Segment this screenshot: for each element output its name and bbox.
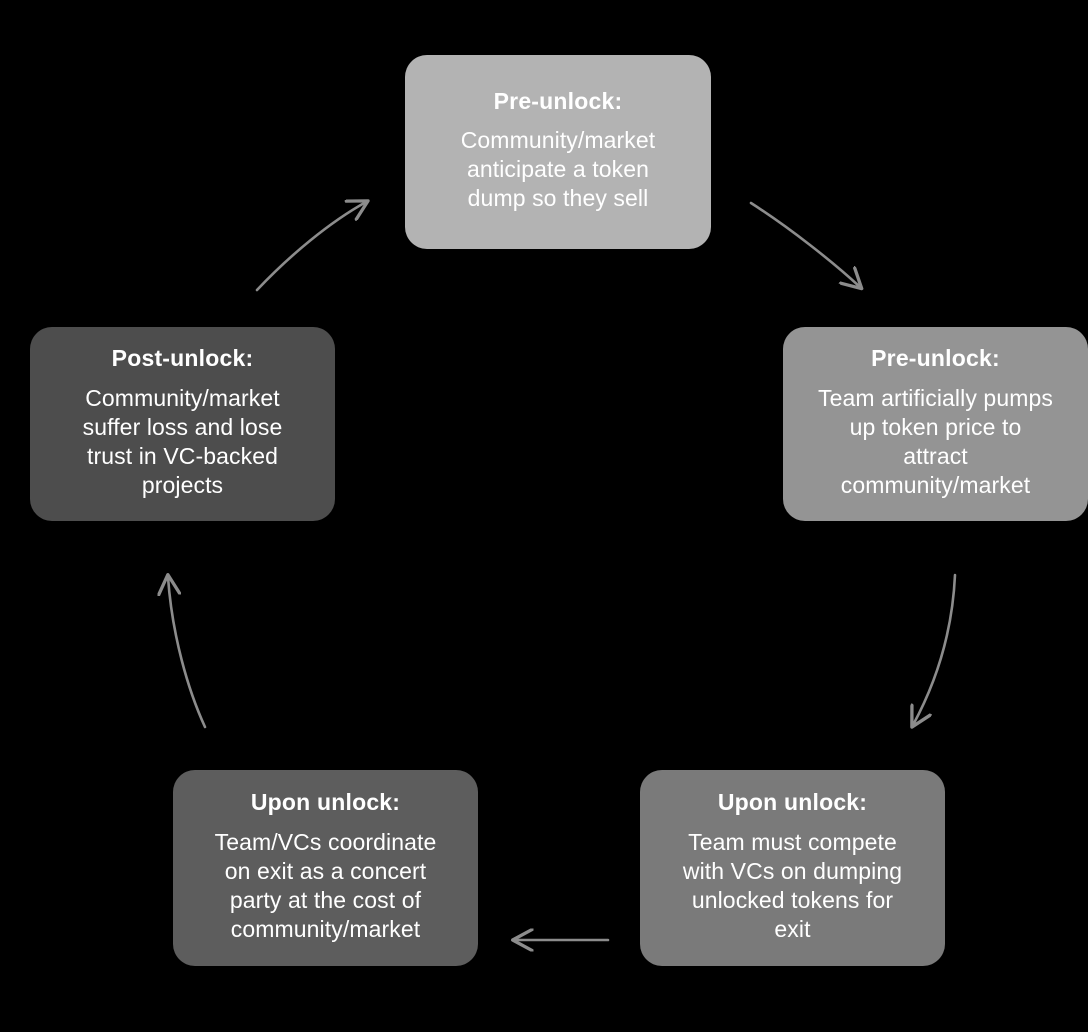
arrow-right-to-bottomright	[913, 573, 957, 725]
node-body: Team artificially pumps up token price t…	[818, 384, 1053, 498]
node-body: Team/VCs coordinate on exit as a concert…	[214, 828, 437, 942]
arrow-bottomleft-to-left	[168, 577, 207, 729]
node-upon-unlock-team-competes[interactable]: Upon unlock: Team must compete with VCs …	[640, 770, 945, 966]
node-upon-unlock-team-vcs-coordinate[interactable]: Upon unlock: Team/VCs coordinate on exit…	[173, 770, 478, 966]
node-body: Team must compete with VCs on dumping un…	[682, 828, 903, 942]
node-body: Community/market anticipate a token dump…	[460, 127, 656, 212]
node-pre-unlock-team-pumps[interactable]: Pre-unlock: Team artificially pumps up t…	[783, 327, 1088, 521]
node-title: Upon unlock:	[717, 789, 868, 816]
node-body: Community/market suffer loss and lose tr…	[82, 384, 283, 498]
node-pre-unlock-community-sell[interactable]: Pre-unlock: Community/market anticipate …	[405, 55, 711, 249]
node-title: Post-unlock:	[111, 345, 254, 372]
arrow-top-to-right	[749, 201, 860, 287]
node-title: Upon unlock:	[250, 789, 401, 816]
arrow-left-to-top	[255, 202, 366, 292]
node-post-unlock-community-loss[interactable]: Post-unlock: Community/market suffer los…	[30, 327, 335, 521]
node-title: Pre-unlock:	[493, 87, 623, 114]
node-title: Pre-unlock:	[871, 345, 1000, 372]
